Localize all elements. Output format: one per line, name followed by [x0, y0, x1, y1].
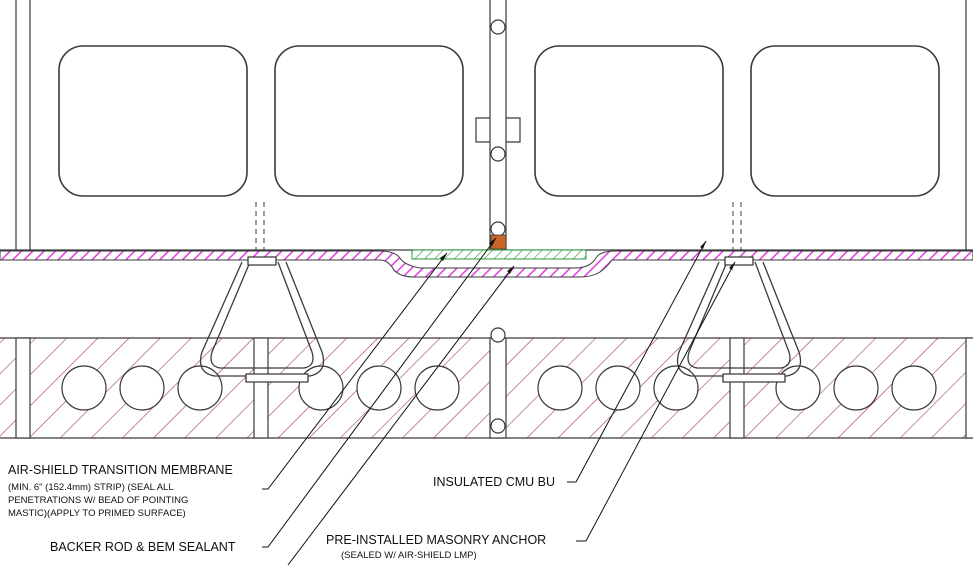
transition-membrane-title: AIR-SHIELD TRANSITION MEMBRANE [8, 463, 233, 477]
callout-transition-membrane: AIR-SHIELD TRANSITION MEMBRANE (MIN. 6" … [8, 463, 233, 519]
transition-membrane-line1: (MIN. 6" (152.4mm) STRIP) (SEAL ALL [8, 482, 174, 493]
leader-insulated-cmu [567, 240, 707, 483]
leader-arrowheads [440, 238, 735, 274]
leader-masonry-anchor [576, 261, 736, 542]
transition-membrane-strip [411, 249, 587, 260]
callout-backer-rod: BACKER ROD & BEM SEALANT [50, 540, 236, 554]
backer-rod-title: BACKER ROD & BEM SEALANT [50, 540, 236, 554]
masonry-anchor-left [199, 256, 325, 383]
callout-masonry-anchor: PRE-INSTALLED MASONRY ANCHOR (SEALED W/ … [326, 533, 546, 561]
brick-veneer [0, 327, 973, 439]
cmu-core-3 [534, 45, 724, 197]
cmu-core-4 [750, 45, 940, 197]
callout-insulated-cmu: INSULATED CMU BU [433, 475, 555, 489]
leader-extra [287, 265, 515, 565]
transition-membrane-line2: PENETRATIONS W/ BEAD OF POINTING [8, 495, 188, 506]
leader-transition-membrane [262, 252, 448, 490]
cmu-wall [0, 0, 973, 262]
masonry-anchor-sub: (SEALED W/ AIR-SHIELD LMP) [341, 550, 477, 561]
cmu-core-1 [58, 45, 248, 197]
transition-membrane-line3: MASTIC)(APPLY TO PRIMED SURFACE) [8, 508, 186, 519]
leader-backer-rod [262, 237, 497, 548]
masonry-anchor-title: PRE-INSTALLED MASONRY ANCHOR [326, 533, 546, 547]
leader-lines [262, 237, 736, 565]
masonry-anchor-right [676, 256, 802, 383]
insulated-cmu-title: INSULATED CMU BU [433, 475, 555, 489]
cmu-core-2 [274, 45, 464, 197]
